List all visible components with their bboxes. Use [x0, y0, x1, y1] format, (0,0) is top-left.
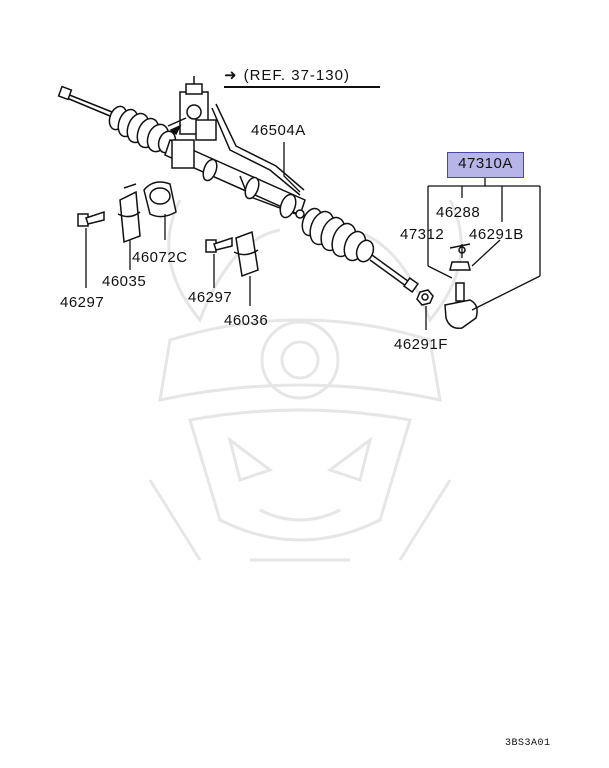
part-label-46297-left[interactable]: 46297 — [60, 294, 105, 311]
watermark-emblem — [148, 199, 463, 562]
diagram-code: 3BS3A01 — [505, 738, 551, 749]
part-label-46291F[interactable]: 46291F — [394, 336, 448, 353]
part-label-46297-mid[interactable]: 46297 — [188, 289, 233, 306]
part-label-46288[interactable]: 46288 — [436, 204, 481, 221]
pinion-housing — [167, 76, 217, 169]
steering-rack — [57, 76, 420, 294]
right-arrow-icon: ➜ — [224, 67, 238, 84]
right-boot — [301, 207, 375, 263]
part-label-46072C[interactable]: 46072C — [132, 249, 188, 266]
bushing-46072C — [143, 181, 177, 218]
reference-underline — [224, 86, 380, 88]
clamp-46035 — [117, 183, 141, 244]
reference-text: (REF. 37-130) — [243, 67, 350, 84]
part-label-47312[interactable]: 47312 — [400, 226, 445, 243]
left-boot — [108, 105, 177, 154]
reference-note: ➜ (REF. 37-130) — [224, 66, 350, 84]
clamp-46036 — [233, 230, 259, 278]
part-label-46291B[interactable]: 46291B — [469, 226, 524, 243]
part-label-46504A[interactable]: 46504A — [251, 122, 306, 139]
highlighted-part-box[interactable]: 47310A — [447, 152, 524, 178]
leader-lines — [85, 142, 541, 330]
nut-46291F — [416, 289, 434, 306]
bolt-46297-left — [77, 210, 105, 227]
part-label-46035[interactable]: 46035 — [102, 273, 147, 290]
part-label-46036[interactable]: 46036 — [224, 312, 269, 329]
part-label-47310A[interactable]: 47310A — [458, 155, 513, 172]
bolt-46297-mid — [205, 236, 233, 253]
